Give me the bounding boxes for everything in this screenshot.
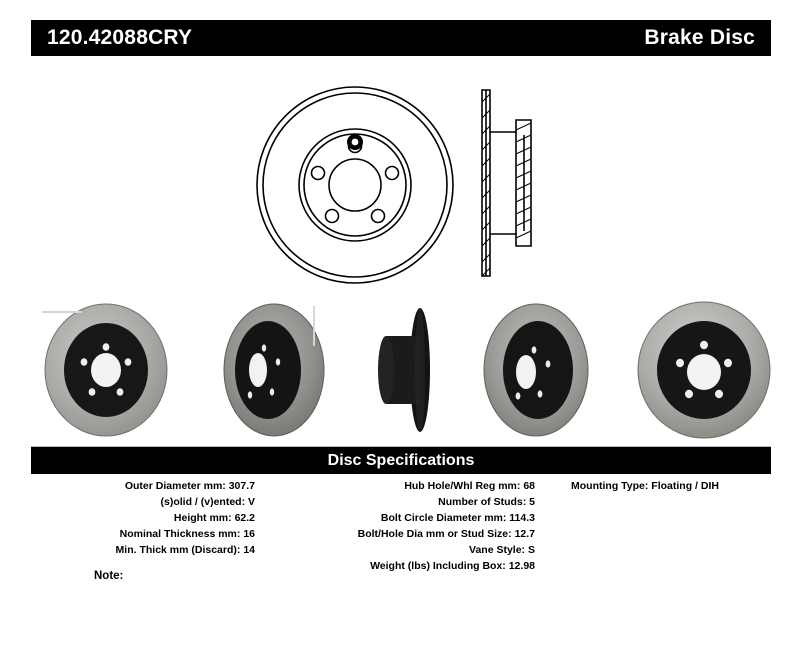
rotor-photo-angled-left [38, 300, 206, 440]
spec-label: Min. Thick mm (Discard): [115, 544, 244, 556]
rotor-photo-edge-profile [358, 300, 478, 440]
spec-value: Floating / DIH [651, 480, 719, 492]
spec-value: 5 [529, 496, 535, 508]
spec-value: 62.2 [234, 512, 255, 524]
spec-row: Hub Hole/Whl Reg mm: 68 [263, 478, 535, 494]
spec-value: V [247, 496, 255, 508]
spec-label: Outer Diameter mm: [124, 480, 229, 492]
spec-row: Height mm: 62.2 [31, 510, 255, 526]
spec-row: Bolt Circle Diameter mm: 114.3 [263, 510, 535, 526]
spec-column-middle: Hub Hole/Whl Reg mm: 68 Number of Studs:… [263, 478, 535, 574]
spec-column-right: Mounting Type: Floating / DIH [551, 478, 771, 494]
spec-row: Outer Diameter mm: 307.7 [31, 478, 255, 494]
spec-label: Mounting Type: [571, 480, 652, 492]
spec-label: Bolt/Hole Dia mm or Stud Size: [357, 528, 515, 540]
spec-panel-top-rule [31, 446, 771, 447]
spec-value: 14 [243, 544, 255, 556]
spec-column-left: Outer Diameter mm: 307.7 (s)olid / (v)en… [31, 478, 255, 558]
spec-value: S [527, 544, 535, 556]
page-title: Brake Disc [644, 26, 755, 49]
spec-value: 12.98 [508, 560, 535, 572]
spec-label: Number of Studs: [438, 496, 530, 508]
note-label: Note: [94, 570, 124, 582]
technical-drawing [250, 80, 570, 295]
spec-label: Hub Hole/Whl Reg mm: [404, 480, 524, 492]
spec-value: 68 [523, 480, 535, 492]
spec-value: 12.7 [514, 528, 535, 540]
spec-label: Vane Style: [469, 544, 528, 556]
spec-columns: Outer Diameter mm: 307.7 (s)olid / (v)en… [31, 478, 771, 578]
part-number: 120.42088CRY [47, 26, 193, 49]
spec-row: Nominal Thickness mm: 16 [31, 526, 255, 542]
spec-label: Nominal Thickness mm: [119, 528, 244, 540]
rotor-front-view [256, 86, 454, 284]
spec-panel-heading: Disc Specifications [327, 451, 475, 469]
spec-row: Min. Thick mm (Discard): 14 [31, 542, 255, 558]
spec-value: 307.7 [228, 480, 255, 492]
spec-row: Mounting Type: Floating / DIH [551, 478, 771, 494]
spec-label: Weight (lbs) Including Box: [370, 560, 509, 572]
spec-value: 114.3 [509, 512, 535, 524]
rotor-photo-angled-right [478, 300, 634, 440]
spec-row: Weight (lbs) Including Box: 12.98 [263, 558, 535, 574]
spec-row: Bolt/Hole Dia mm or Stud Size: 12.7 [263, 526, 535, 542]
rotor-cross-section [481, 89, 532, 277]
spec-row: Vane Style: S [263, 542, 535, 558]
spec-label: Height mm: [173, 512, 235, 524]
spec-value: 16 [243, 528, 255, 540]
center-locating-pin [347, 134, 363, 150]
drawing-svg [256, 86, 532, 284]
rotor-photo-face-on [634, 300, 776, 440]
spec-panel-heading-bar: Disc Specifications [31, 447, 771, 474]
spec-row: (s)olid / (v)ented: V [31, 494, 255, 510]
product-photo-strip [24, 300, 776, 440]
spec-row: Number of Studs: 5 [263, 494, 535, 510]
section-hatching [481, 93, 532, 277]
spec-label: (s)olid / (v)ented: [160, 496, 248, 508]
spec-label: Bolt Circle Diameter mm: [380, 512, 510, 524]
note-field: Note: [94, 570, 123, 582]
header-bar: 120.42088CRY Brake Disc [31, 20, 771, 56]
rotor-photo-angled-left-dark [206, 300, 358, 440]
